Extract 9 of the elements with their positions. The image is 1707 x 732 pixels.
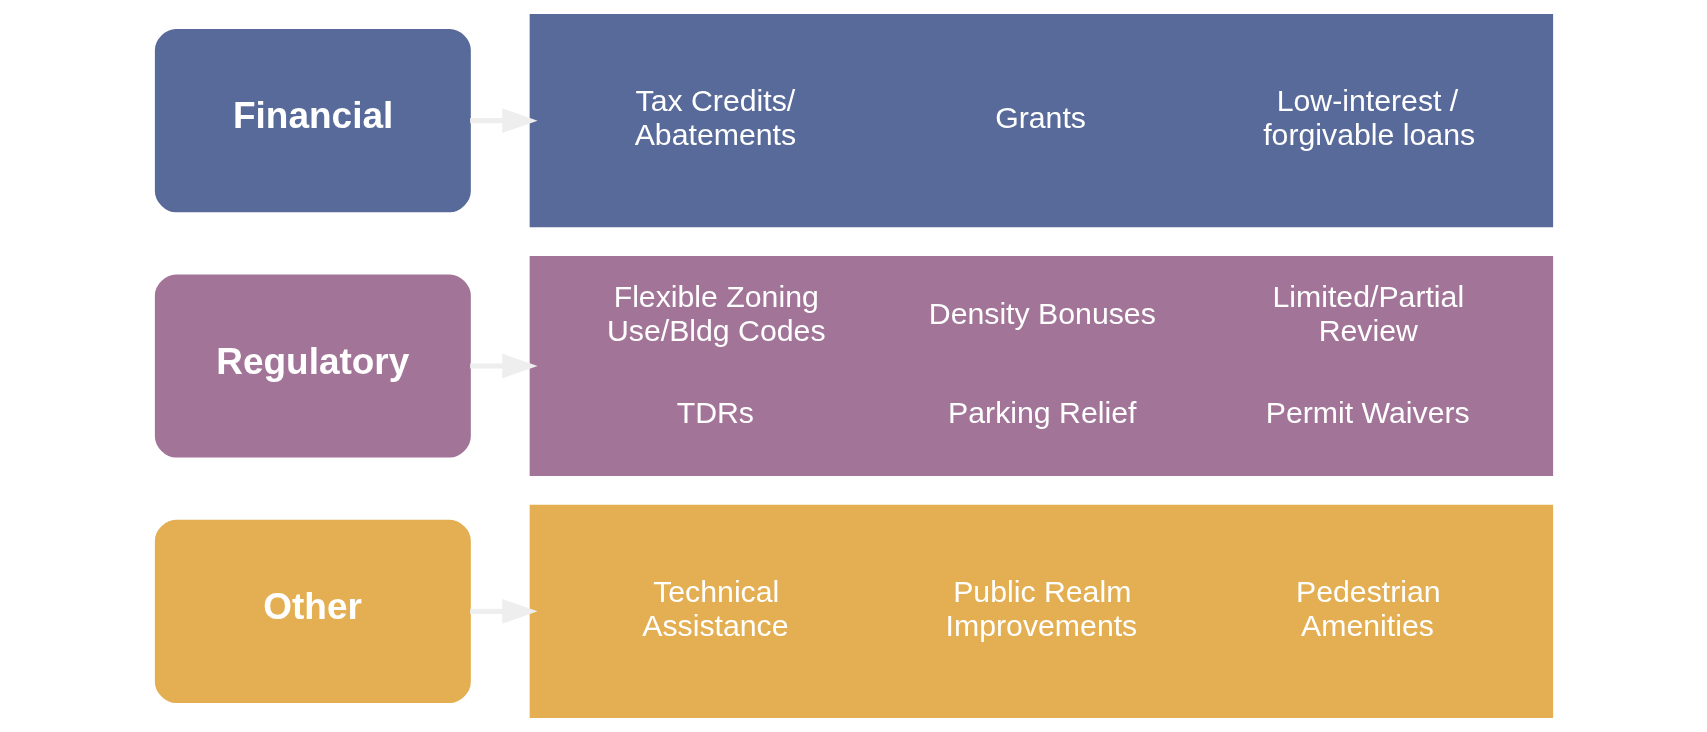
arrow bbox=[469, 108, 538, 133]
node-box: Regulatory bbox=[154, 274, 471, 458]
node-box: Flexible Zoning Use/Bldg Codes Density Bonuses Limited/Partial Review TDRs Parking Relief Permit Waivers bbox=[529, 255, 1553, 477]
arrow bbox=[469, 599, 538, 624]
arrow bbox=[469, 353, 538, 379]
node-box: Financial bbox=[154, 29, 471, 213]
node-box: Other bbox=[154, 519, 471, 703]
node-box: Tax Credits/ Abatements Grants Low-interest / forgivable loans bbox=[529, 13, 1553, 228]
node-box: Technical Assistance Public Realm Improvements Pedestrian Amenities bbox=[529, 504, 1553, 719]
